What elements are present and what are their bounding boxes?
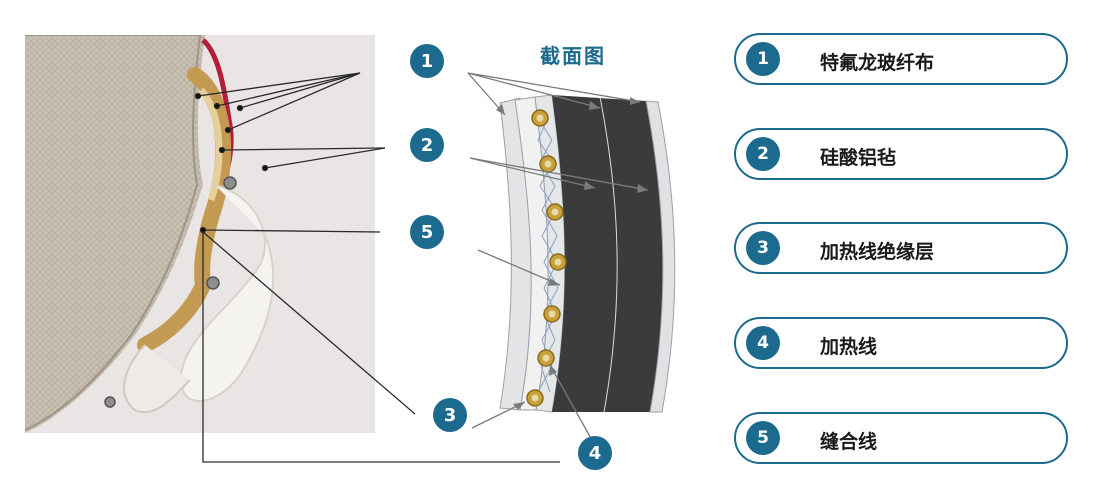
legend-item-3: 3 加热线绝缘层	[734, 222, 1068, 274]
callout-3: 3	[433, 398, 467, 432]
callout-5: 5	[410, 215, 444, 249]
material-photo	[25, 35, 375, 433]
callout-2: 2	[410, 128, 444, 162]
legend-badge: 1	[746, 42, 780, 76]
legend-label: 加热线绝缘层	[820, 241, 935, 263]
legend-item-1: 1 特氟龙玻纤布	[734, 33, 1068, 85]
legend-badge: 3	[746, 231, 780, 265]
legend-label: 特氟龙玻纤布	[820, 52, 935, 74]
legend-label: 缝合线	[820, 431, 878, 453]
legend-item-5: 5 缝合线	[734, 412, 1068, 464]
legend-label: 硅酸铝毡	[820, 147, 897, 169]
legend-badge: 4	[746, 326, 780, 360]
legend-label: 加热线	[820, 336, 878, 358]
cross-section-title: 截面图	[540, 44, 606, 68]
callout-4: 4	[578, 436, 612, 470]
legend-badge: 5	[746, 421, 780, 455]
legend-item-4: 4 加热线	[734, 317, 1068, 369]
legend-item-2: 2 硅酸铝毡	[734, 128, 1068, 180]
callout-1: 1	[410, 44, 444, 78]
legend-badge: 2	[746, 137, 780, 171]
